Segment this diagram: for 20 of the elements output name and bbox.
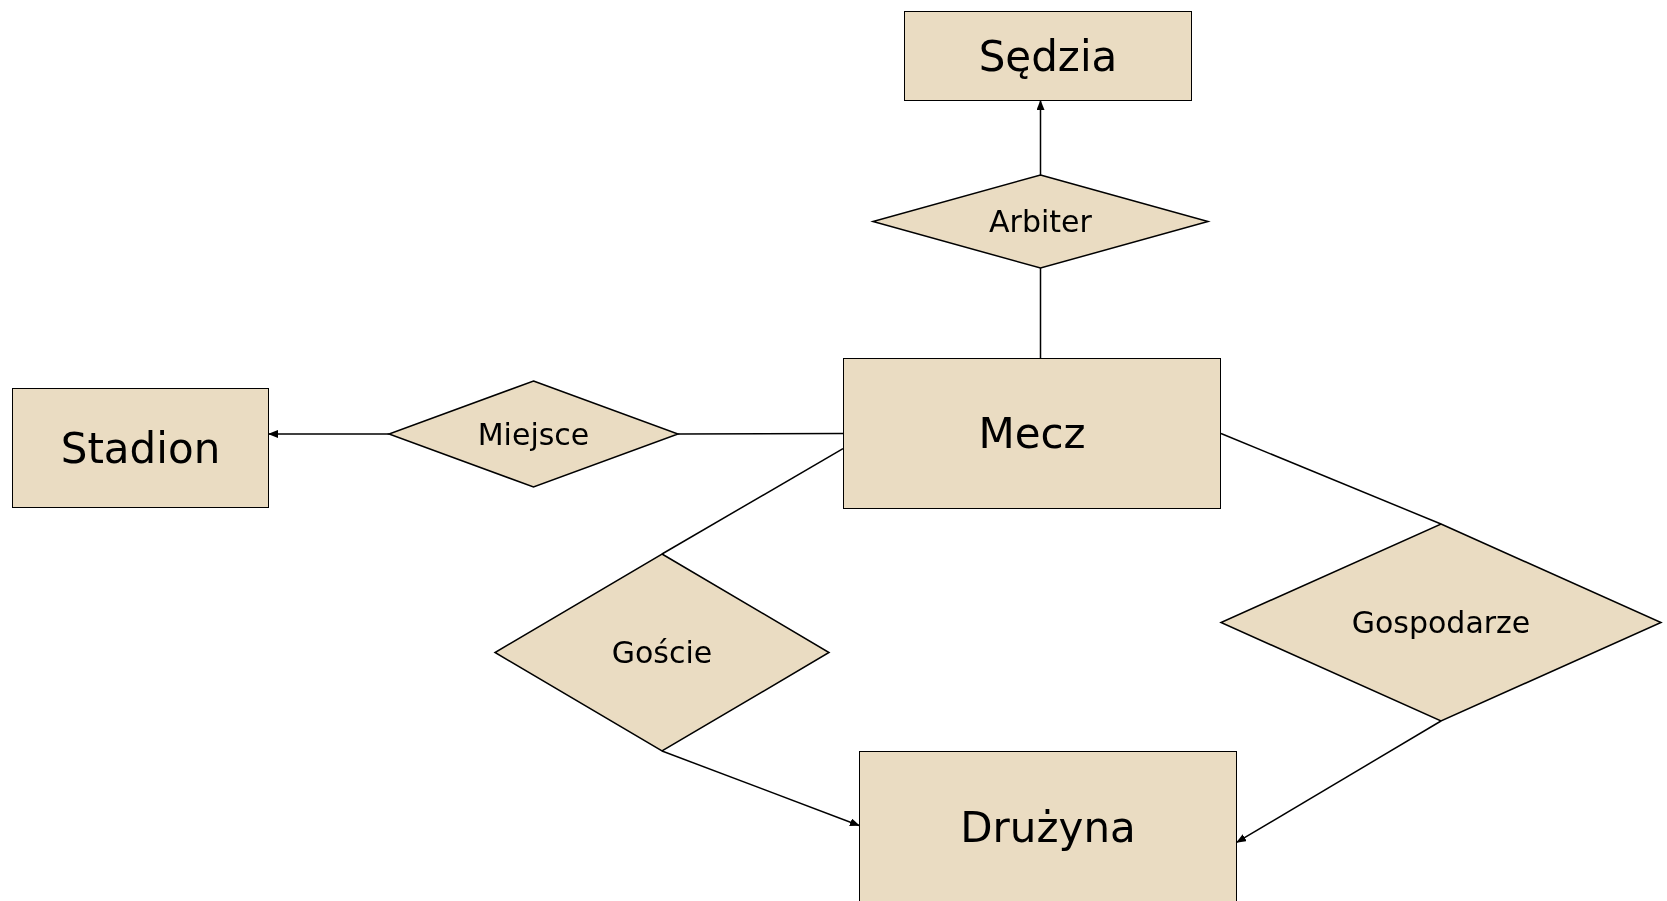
relationship-label: Goście [611, 635, 713, 670]
arrow [661, 750, 860, 827]
arrow [1236, 720, 1442, 843]
entity-label: Sędzia [978, 31, 1118, 81]
connector-line [1220, 432, 1442, 525]
connector-line [677, 432, 844, 435]
connector-line [661, 447, 844, 555]
relationship-label: Arbiter [989, 204, 1092, 239]
entity-box [843, 358, 1221, 509]
entity-box [12, 388, 269, 508]
arrow [268, 429, 390, 438]
relationship-label: Gospodarze [1351, 605, 1531, 640]
entity-label: Stadion [60, 423, 221, 473]
connector-line [1039, 267, 1042, 359]
relationship-label: Miejsce [477, 416, 590, 452]
entity-label: Mecz [978, 409, 1086, 458]
entity-box [904, 11, 1192, 101]
entity-label: Drużyna [960, 802, 1136, 852]
entity-box [859, 751, 1237, 901]
arrow [1036, 100, 1045, 176]
